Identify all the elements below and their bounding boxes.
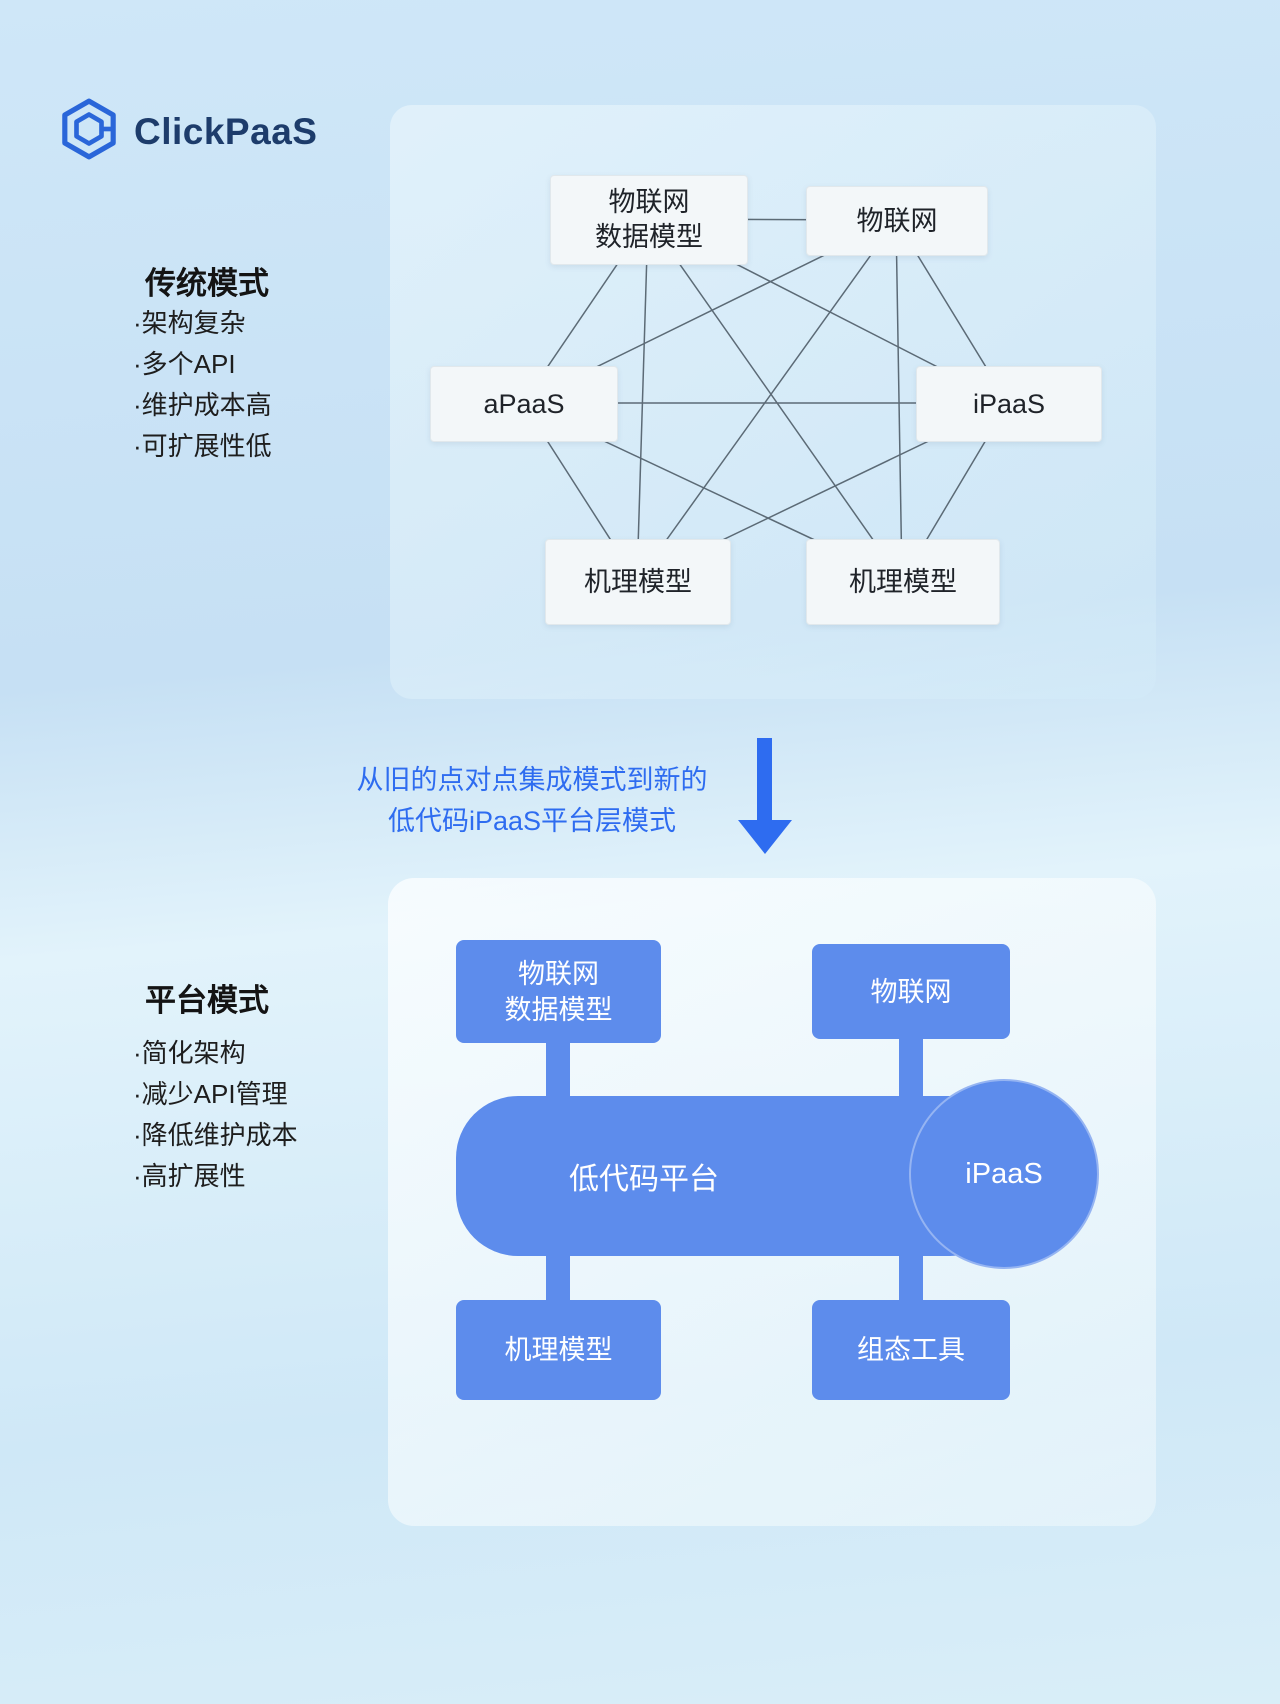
bullet-item: ·降低维护成本 <box>133 1120 298 1150</box>
down-arrow-head-icon <box>738 820 792 854</box>
traditional-mode-title: 传统模式 <box>145 266 269 301</box>
platform-node-ipaas: iPaaS <box>909 1079 1099 1269</box>
node-mechanism-model-right: 机理模型 <box>806 539 1000 625</box>
clickpaas-hexagon-icon <box>58 98 120 165</box>
brand-name: ClickPaaS <box>134 110 318 152</box>
transition-caption: 从旧的点对点集成模式到新的 低代码iPaaS平台层模式 <box>320 760 744 842</box>
transition-caption-line1: 从旧的点对点集成模式到新的 <box>356 765 708 795</box>
bullet-item: ·维护成本高 <box>133 390 272 420</box>
traditional-bullet-list: ·架构复杂 ·多个API ·维护成本高 ·可扩展性低 <box>133 303 272 467</box>
traditional-diagram-panel: 物联网 数据模型 物联网 aPaaS iPaaS 机理模型 机理模型 <box>390 105 1156 699</box>
node-iot: 物联网 <box>806 186 988 256</box>
bullet-item: ·可扩展性低 <box>133 431 272 461</box>
node-iot-data-model: 物联网 数据模型 <box>550 175 748 265</box>
platform-node-iot-data-model: 物联网 数据模型 <box>456 940 661 1043</box>
connector-bottom-left <box>546 1254 570 1302</box>
node-apaas: aPaaS <box>430 366 618 442</box>
node-mechanism-model-left: 机理模型 <box>545 539 731 625</box>
platform-node-config-tool: 组态工具 <box>812 1300 1010 1400</box>
platform-node-iot: 物联网 <box>812 944 1010 1039</box>
bullet-item: ·简化架构 <box>133 1038 246 1068</box>
brand-logo: ClickPaaS <box>58 98 317 165</box>
connector-top-left <box>546 1041 570 1099</box>
platform-mode-title: 平台模式 <box>145 983 269 1018</box>
bullet-item: ·多个API <box>133 349 236 379</box>
connector-top-right <box>899 1037 923 1099</box>
connector-bottom-right <box>899 1254 923 1302</box>
node-ipaas: iPaaS <box>916 366 1102 442</box>
bullet-item: ·减少API管理 <box>133 1079 288 1109</box>
platform-node-mechanism-model: 机理模型 <box>456 1300 661 1400</box>
platform-diagram-panel: 物联网 数据模型 物联网 低代码平台 iPaaS 机理模型 组态工具 <box>388 878 1156 1526</box>
down-arrow-shaft <box>757 738 772 822</box>
bullet-item: ·架构复杂 <box>133 308 246 338</box>
transition-caption-line2: 低代码iPaaS平台层模式 <box>387 806 677 836</box>
bullet-item: ·高扩展性 <box>133 1161 246 1191</box>
platform-bullet-list: ·简化架构 ·减少API管理 ·降低维护成本 ·高扩展性 <box>133 1033 298 1197</box>
